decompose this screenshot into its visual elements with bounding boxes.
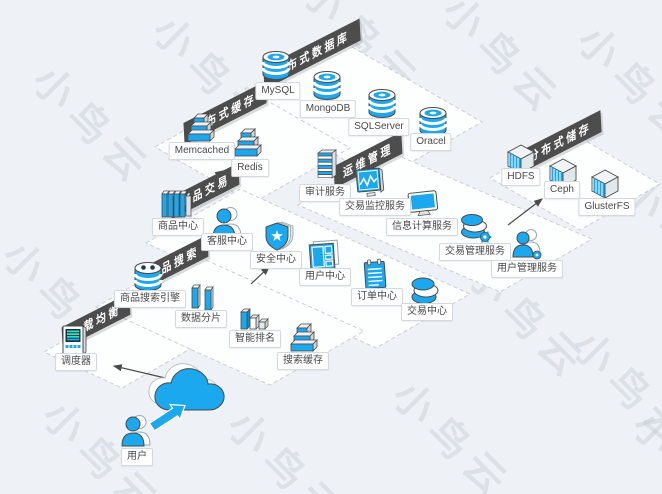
node-label-mongodb: MongoDB bbox=[299, 100, 357, 118]
node-label-support: 客服中心 bbox=[201, 233, 253, 251]
security-center-icon bbox=[261, 219, 297, 255]
cloud-icon bbox=[148, 363, 225, 411]
node-label-security: 安全中心 bbox=[250, 251, 302, 269]
node-label-ceph: Ceph bbox=[544, 181, 580, 199]
audit-service-icon bbox=[308, 149, 344, 185]
monitor-service-icon bbox=[352, 164, 388, 200]
node-label-scheduler: 调度器 bbox=[55, 353, 97, 371]
mongodb-database-icon bbox=[309, 68, 345, 104]
node-label-mysql: MySQL bbox=[255, 82, 301, 100]
end-user-icon bbox=[118, 412, 154, 448]
node-label-redis: Redis bbox=[231, 159, 269, 177]
node-label-compute: 信息计算服务 bbox=[386, 218, 458, 236]
memcached-cache-icon bbox=[183, 109, 219, 145]
node-label-trade-center: 交易中心 bbox=[401, 303, 453, 321]
node-label-search-cache: 搜索缓存 bbox=[277, 352, 329, 370]
node-label-memcached: Memcached bbox=[168, 142, 236, 160]
redis-cache-icon bbox=[230, 124, 266, 160]
node-label-sqlserver: SQLServer bbox=[348, 118, 410, 136]
search-cache-icon bbox=[286, 319, 322, 355]
node-label-ranking: 智能排名 bbox=[229, 330, 281, 348]
trade-mgmt-service-icon bbox=[457, 209, 493, 245]
user-mgmt-service-icon bbox=[509, 226, 545, 262]
node-label-audit: 审计服务 bbox=[299, 184, 351, 202]
user-to-cloud-arrow bbox=[148, 403, 186, 432]
node-label-end-user: 用户 bbox=[121, 448, 153, 466]
node-label-trade-mgmt: 交易管理服务 bbox=[439, 243, 511, 261]
node-label-search-engine: 商品搜索引擎 bbox=[114, 290, 186, 308]
node-label-monitor: 交易监控服务 bbox=[339, 198, 411, 216]
data-sharding-icon bbox=[185, 278, 221, 314]
node-label-user-center: 用户中心 bbox=[299, 268, 351, 286]
sqlserver-database-icon bbox=[364, 86, 400, 122]
node-label-user-mgmt: 用户管理服务 bbox=[491, 260, 563, 278]
node-label-order: 订单中心 bbox=[351, 288, 403, 306]
node-label-oracle: Oracel bbox=[410, 133, 452, 151]
arrow-ops-to-storage bbox=[507, 198, 543, 226]
glusterfs-storage-icon bbox=[587, 165, 623, 201]
order-center-icon bbox=[357, 256, 393, 292]
arrow-search-to-trade bbox=[250, 266, 270, 285]
node-label-hdfs: HDFS bbox=[501, 168, 541, 186]
node-label-glusterfs: GlusterFS bbox=[578, 198, 636, 216]
node-label-product: 商品中心 bbox=[152, 218, 204, 236]
node-label-sharding: 数据分片 bbox=[175, 310, 227, 328]
mysql-database-icon bbox=[258, 48, 294, 84]
